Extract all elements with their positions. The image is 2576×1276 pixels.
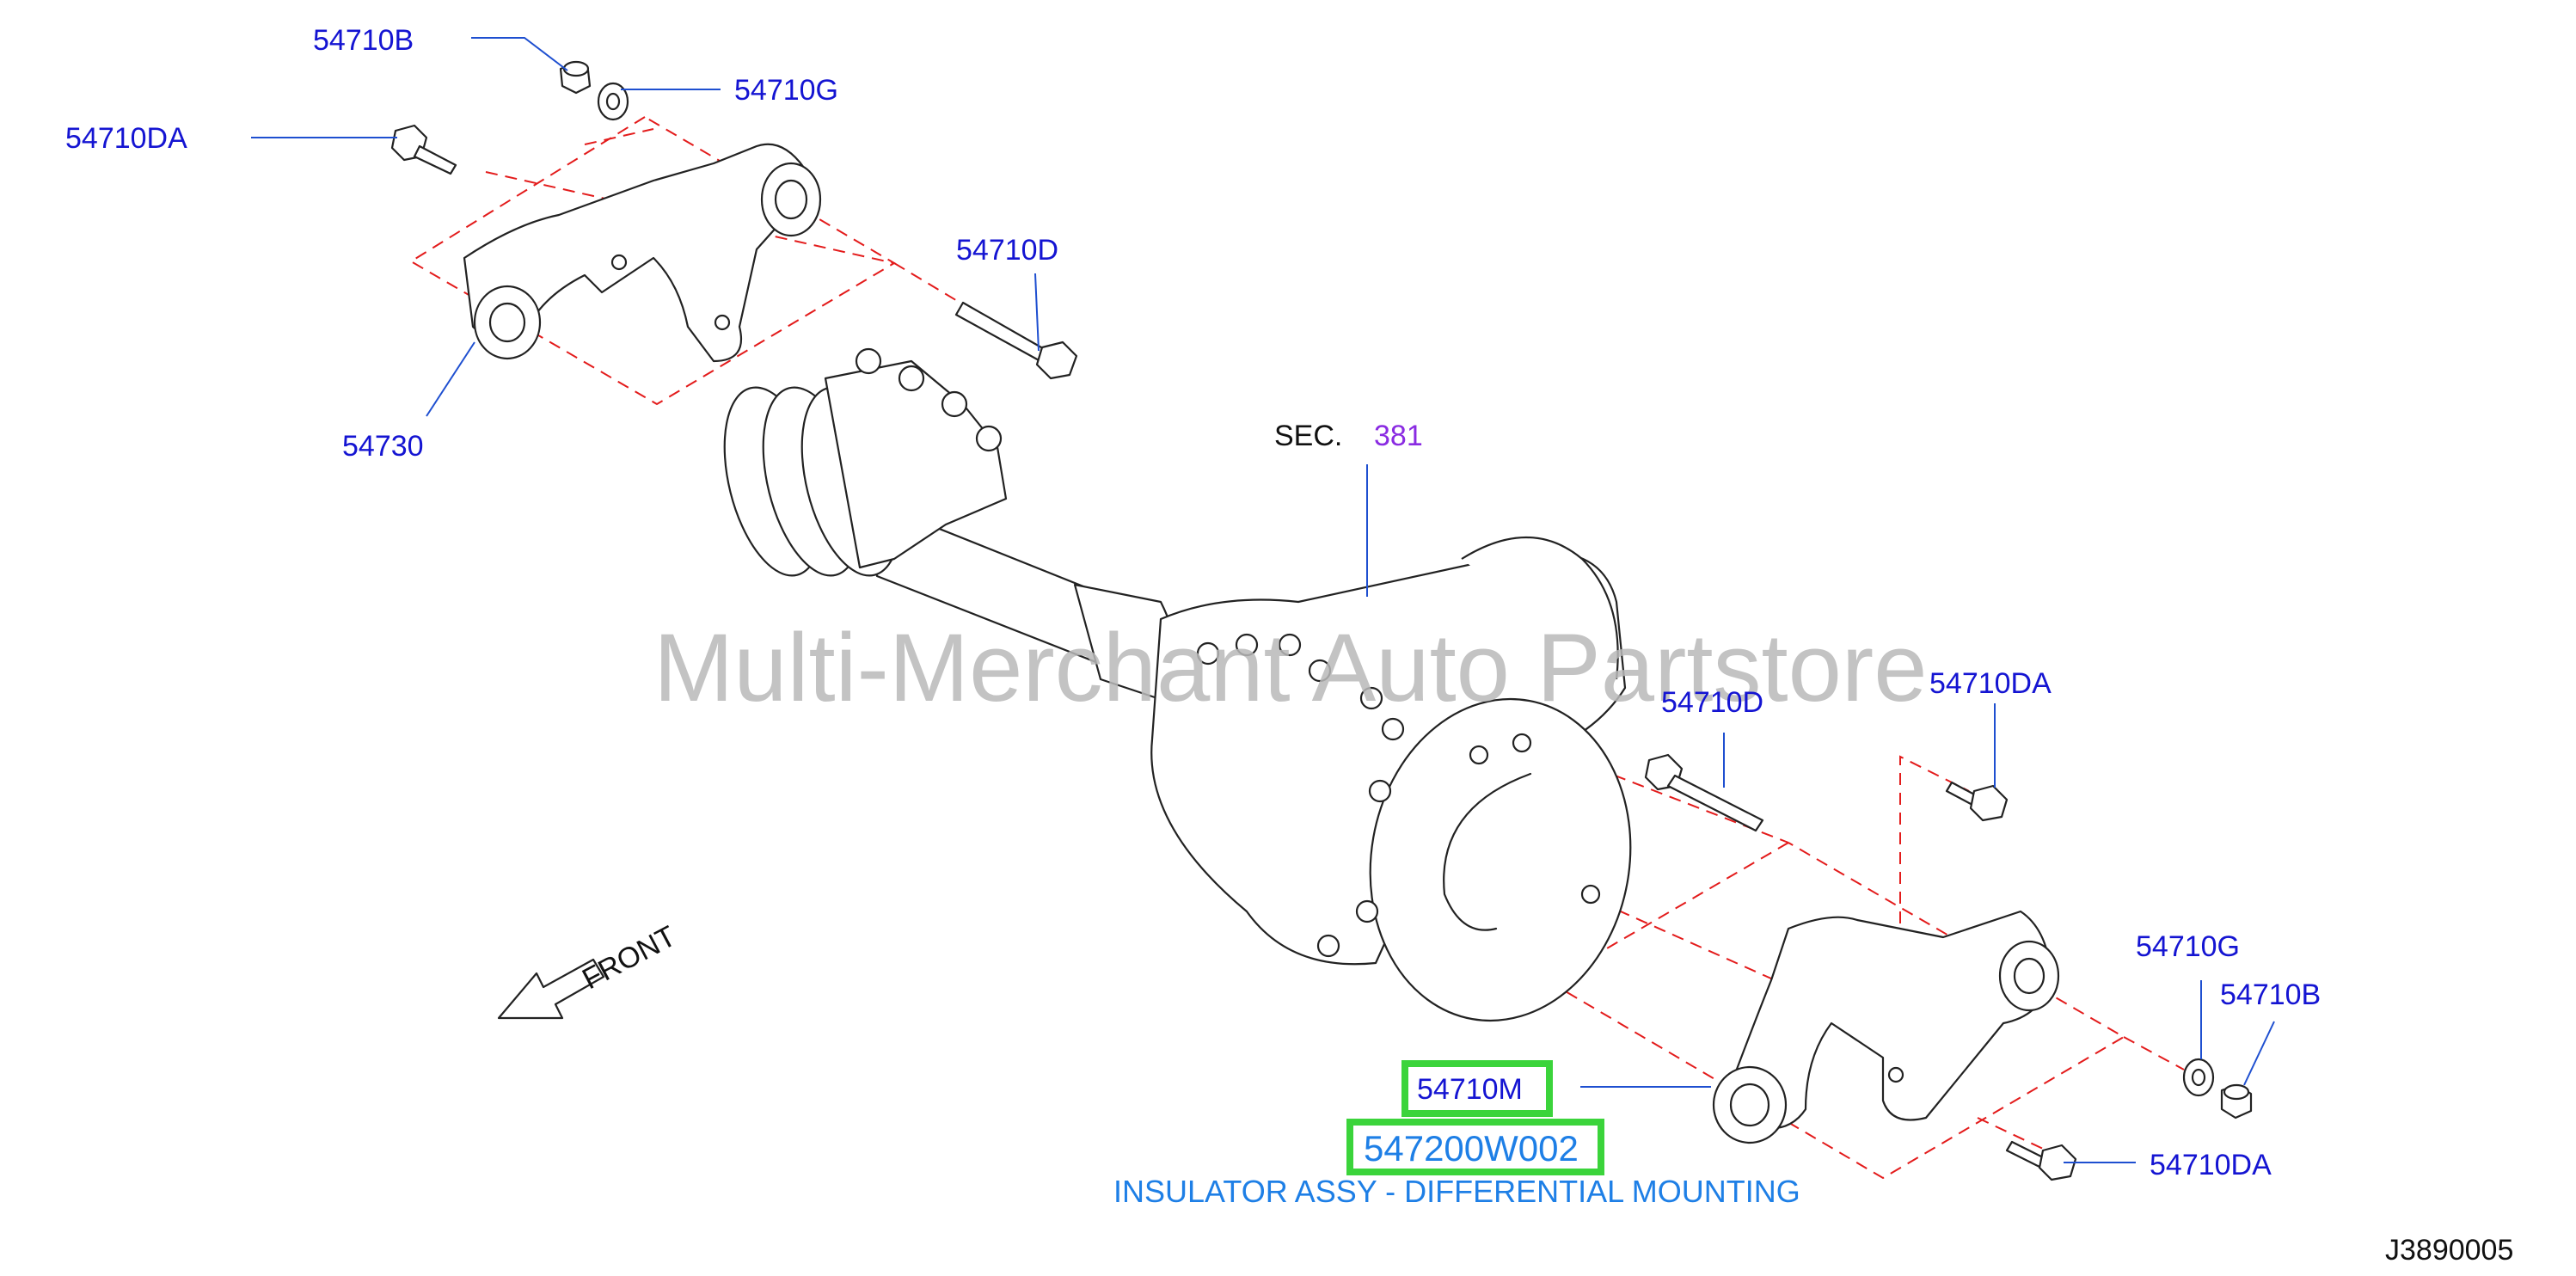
label-upper-bolt-d[interactable]: 54710D bbox=[956, 234, 1058, 267]
front-label: FRONT bbox=[577, 920, 681, 997]
part-labels: 54710B 54710G 54710DA 54710D 54730 SEC. … bbox=[65, 24, 2321, 1181]
lower-mounting-bracket bbox=[1712, 910, 2060, 1144]
upper-bolt-d-icon bbox=[954, 301, 1078, 380]
front-arrow: FRONT bbox=[497, 920, 681, 1020]
highlight-box-part-number bbox=[1346, 1119, 1604, 1175]
label-lower-bolt-da-top[interactable]: 54710DA bbox=[1929, 667, 2052, 700]
highlighted-part-number-link[interactable]: 547200W002 bbox=[1364, 1128, 1579, 1169]
drawing-code: J3890005 bbox=[2385, 1234, 2513, 1267]
highlight-box-part bbox=[1401, 1060, 1553, 1117]
section-prefix: SEC. bbox=[1274, 420, 1342, 452]
highlighted-part-description[interactable]: INSULATOR ASSY - DIFFERENTIAL MOUNTING bbox=[1113, 1174, 1800, 1209]
lower-bolt-da-top-icon bbox=[1945, 781, 2009, 822]
label-lower-bolt-da-bottom[interactable]: 54710DA bbox=[2150, 1149, 2272, 1181]
upper-nut-icon bbox=[559, 60, 592, 95]
lower-nut-icon bbox=[2220, 1083, 2253, 1120]
upper-bolt-da-icon bbox=[390, 124, 457, 175]
upper-mounting-bracket bbox=[463, 143, 822, 363]
lower-washer-icon bbox=[2182, 1058, 2215, 1097]
label-lower-bolt-d[interactable]: 54710D bbox=[1661, 686, 1763, 719]
lower-bolt-d-icon bbox=[1644, 753, 1764, 832]
watermark-text: Multi-Merchant Auto Partstore bbox=[653, 614, 1927, 721]
section-number-link[interactable]: 381 bbox=[1374, 420, 1423, 452]
lower-bolt-da-bottom-icon bbox=[2005, 1140, 2077, 1181]
label-lower-nut[interactable]: 54710B bbox=[2220, 978, 2321, 1011]
label-upper-washer[interactable]: 54710G bbox=[734, 74, 838, 107]
label-lower-washer[interactable]: 54710G bbox=[2136, 930, 2240, 963]
label-highlighted-part[interactable]: 54710M bbox=[1417, 1073, 1523, 1106]
differential-carrier bbox=[723, 347, 1632, 1022]
fasteners bbox=[390, 60, 2253, 1181]
upper-washer-icon bbox=[597, 82, 629, 121]
leader-lines bbox=[251, 37, 2275, 1163]
label-upper-insulator[interactable]: 54730 bbox=[342, 430, 424, 463]
label-upper-bolt-da[interactable]: 54710DA bbox=[65, 122, 187, 155]
highlighted-part-callout: 54710M 547200W002 INSULATOR ASSY - DIFFE… bbox=[1113, 1060, 1800, 1209]
label-upper-nut[interactable]: 54710B bbox=[313, 24, 414, 57]
